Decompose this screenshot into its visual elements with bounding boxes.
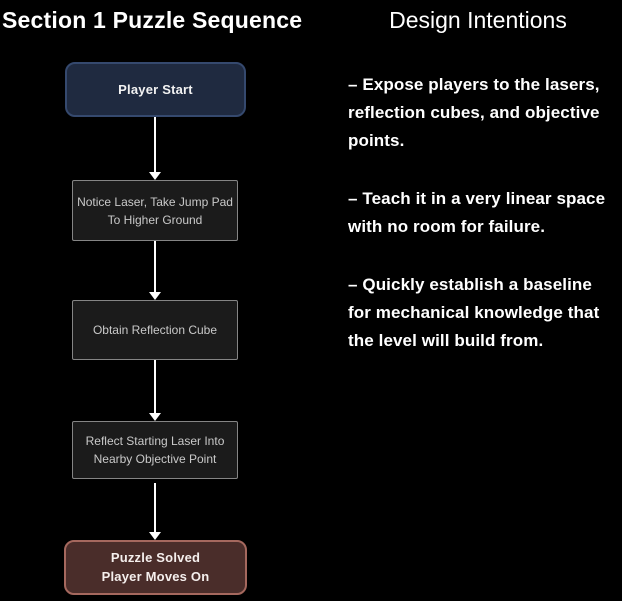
design-bullet: – Expose players to the lasers, reflecti… — [348, 75, 600, 150]
arrow-down-icon — [148, 532, 161, 540]
design-intentions-panel: Design Intentions – Expose players to th… — [345, 5, 611, 350]
arrow-down-icon — [148, 172, 161, 180]
flow-arrow-2 — [148, 241, 161, 300]
arrow-down-icon — [148, 292, 161, 300]
arrow-down-icon — [148, 413, 161, 421]
flow-arrow-3 — [148, 360, 161, 421]
design-intentions-title: Design Intentions — [389, 7, 567, 33]
flow-node-obtain-cube: Obtain Reflection Cube — [72, 300, 238, 360]
flow-node-puzzle-solved: Puzzle Solved Player Moves On — [64, 540, 247, 595]
flow-arrow-4 — [148, 483, 161, 540]
flow-node-notice-laser: Notice Laser, Take Jump Pad To Higher Gr… — [72, 180, 238, 241]
design-intentions-body: – Expose players to the lasers, reflecti… — [345, 71, 611, 385]
design-bullet: – Teach it in a very linear space with n… — [348, 189, 606, 236]
arrow-shaft — [153, 241, 156, 292]
flowchart-title: Section 1 Puzzle Sequence — [2, 7, 303, 33]
arrow-shaft — [153, 117, 156, 172]
design-bullet: – Quickly establish a baseline for mecha… — [348, 275, 600, 350]
flow-arrow-1 — [148, 117, 161, 180]
arrow-shaft — [153, 360, 156, 413]
flow-node-reflect-laser: Reflect Starting Laser Into Nearby Objec… — [72, 421, 238, 479]
arrow-shaft — [153, 483, 156, 532]
flow-node-player-start: Player Start — [65, 62, 246, 117]
